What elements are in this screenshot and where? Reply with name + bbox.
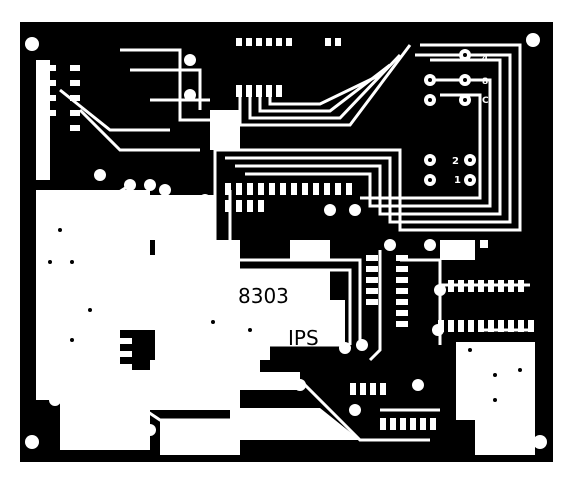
- bottom-center-pads: [350, 383, 436, 430]
- pad-label-2: 2: [452, 156, 459, 167]
- connector-row-upper: [448, 280, 524, 292]
- mounting-hole-icon: [526, 33, 540, 47]
- pad-label-c: C: [482, 96, 489, 106]
- pad-label-4: 4: [482, 54, 488, 64]
- traces: [59, 43, 530, 442]
- maker-label: IPS: [288, 326, 319, 350]
- mounting-holes: [25, 33, 547, 449]
- ic-middle-row: [225, 183, 352, 212]
- ic-right-vertical: [366, 255, 408, 327]
- ic-top-row: [236, 85, 282, 97]
- board-code-label: 8303: [238, 284, 289, 308]
- pad-label-1: 1: [454, 175, 461, 186]
- ic-pad-rows: [46, 38, 534, 430]
- mounting-hole-icon: [25, 435, 39, 449]
- pad-holes: [48, 53, 522, 402]
- ground-voids: [36, 60, 535, 455]
- left-column-pads: [46, 65, 80, 131]
- pad-label-8: 8: [482, 77, 488, 87]
- mounting-hole-icon: [533, 435, 547, 449]
- mounting-hole-icon: [25, 37, 39, 51]
